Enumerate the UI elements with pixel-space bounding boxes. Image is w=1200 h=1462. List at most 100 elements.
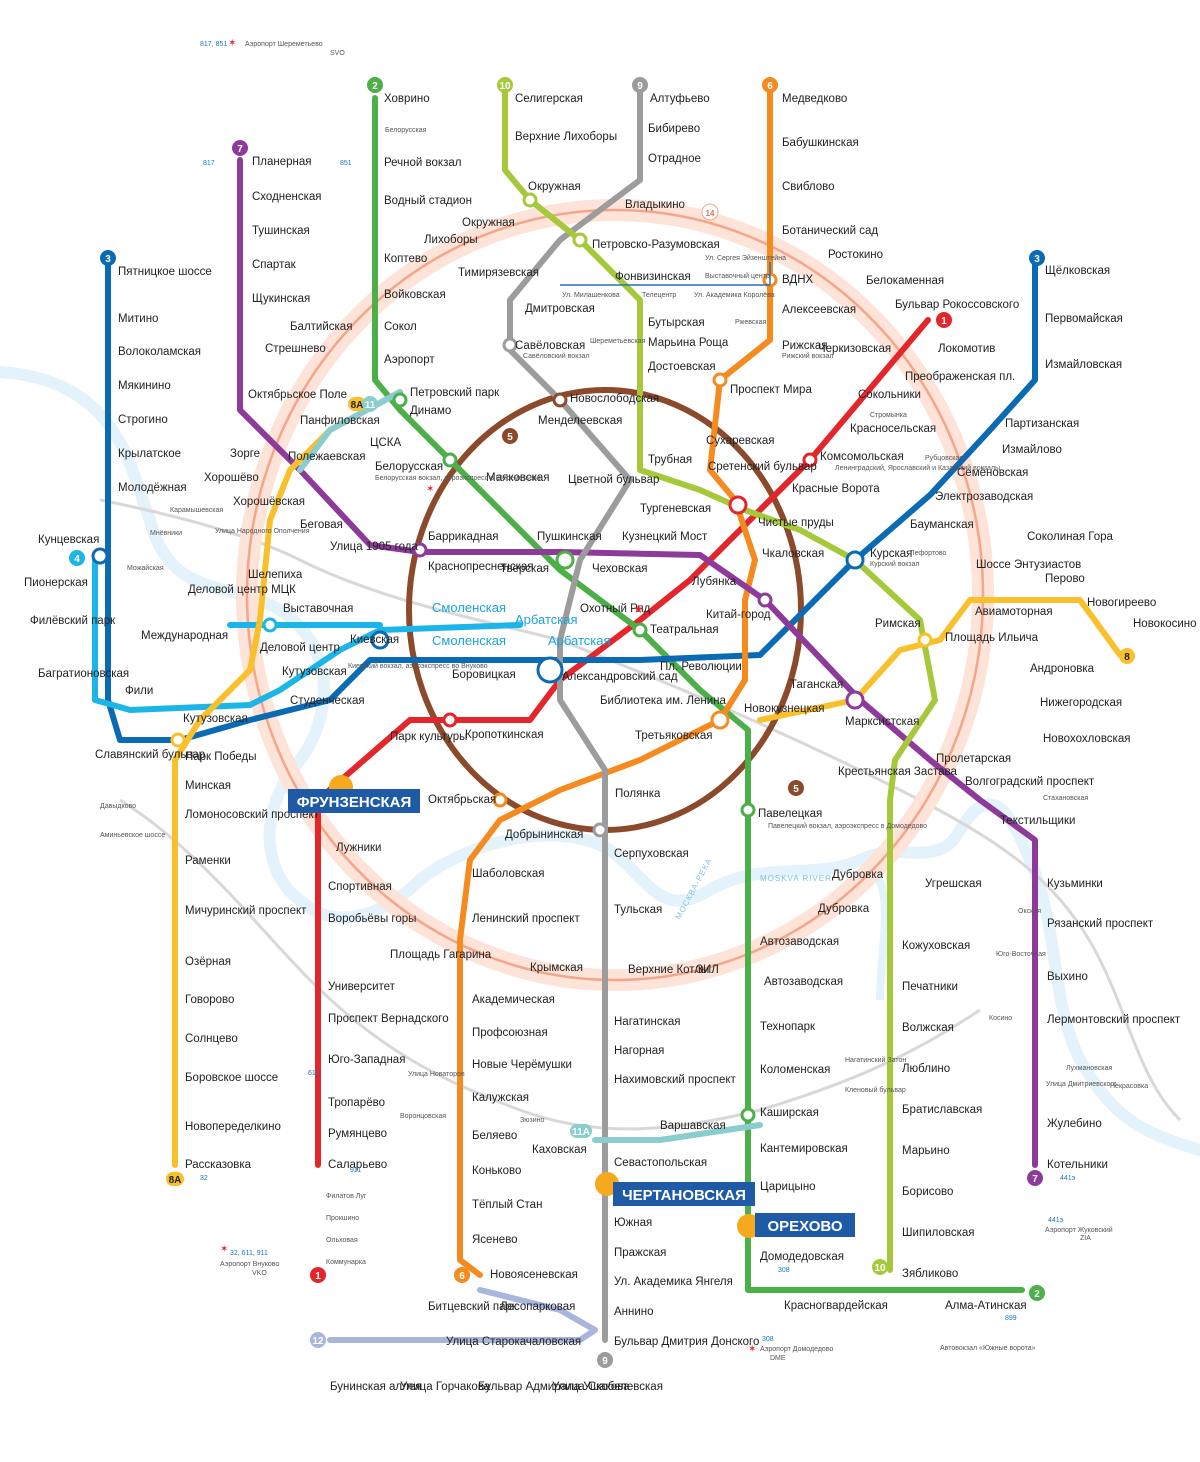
station-preobrazhenskaya[interactable]: Преображенская пл. xyxy=(905,371,1015,383)
station-yasenevo[interactable]: Ясенево xyxy=(472,1234,518,1246)
station-spartak[interactable]: Спартак xyxy=(252,259,297,271)
station-novokuznetskaya[interactable]: Новокузнецкая xyxy=(744,703,825,715)
station-vystavochnaya[interactable]: Выставочная xyxy=(283,603,353,615)
station-pionerskaya[interactable]: Пионерская xyxy=(24,577,88,589)
station-minskaya[interactable]: Минская xyxy=(185,780,231,792)
interchange-biblioteka[interactable] xyxy=(536,656,564,684)
station-smolenskaya-3[interactable]: Смоленская xyxy=(432,633,506,648)
station-mitino[interactable]: Митино xyxy=(118,313,158,325)
station-smolenskaya-4[interactable]: Смоленская xyxy=(432,600,506,615)
station-altufyevo[interactable]: Алтуфьево xyxy=(650,93,710,105)
station-teatralnaya[interactable]: Театральная xyxy=(650,624,719,636)
station-prospekt-vernadskogo[interactable]: Проспект Вернадского xyxy=(328,1013,449,1025)
station-khoroshyovo[interactable]: Хорошёво xyxy=(204,472,259,484)
station-ulitsa-starokachalovskaya[interactable]: Улица Старокачаловская xyxy=(446,1336,581,1348)
station-bratislavskaya[interactable]: Братиславская xyxy=(902,1104,982,1116)
station-chistye-prudy[interactable]: Чистые пруды xyxy=(758,517,834,529)
station-krasnoselskaya[interactable]: Красносельская xyxy=(850,423,936,435)
station-babushkinskaya[interactable]: Бабушкинская xyxy=(782,137,859,149)
station-fonvizinskaya[interactable]: Фонвизинская xyxy=(615,271,691,283)
station-lermontovsky-prospekt[interactable]: Лермонтовский проспект xyxy=(1047,1014,1181,1026)
interchange-pushkinskaya[interactable] xyxy=(555,550,575,570)
station-mendeleevskaya[interactable]: Менделеевская xyxy=(538,415,622,427)
interchange-komsomolskaya[interactable] xyxy=(802,452,818,468)
station-kuntsevskaya[interactable]: Кунцевская xyxy=(38,534,99,546)
station-ozyornaya[interactable]: Озёрная xyxy=(185,956,231,968)
station-filyovsky-park[interactable]: Филёвский парк xyxy=(30,615,116,627)
station-kievskaya[interactable]: Киевская xyxy=(350,634,399,646)
station-kantemirovskaya[interactable]: Кантемировская xyxy=(760,1143,848,1155)
station-sokolniki[interactable]: Сокольники xyxy=(858,389,921,401)
station-serpukhovskaya[interactable]: Серпуховская xyxy=(614,848,689,860)
station-pervomayskaya[interactable]: Первомайская xyxy=(1045,313,1123,325)
station-otradnoe[interactable]: Отрадное xyxy=(648,153,701,165)
station-alekseevskaya[interactable]: Алексеевская xyxy=(782,304,856,316)
station-partizanskaya[interactable]: Партизанская xyxy=(1005,418,1079,430)
station-tverskaya[interactable]: Тверская xyxy=(500,563,549,575)
station-volzhskaya[interactable]: Волжская xyxy=(902,1022,954,1034)
station-dinamo[interactable]: Динамо xyxy=(410,405,451,417)
callout-frunzenskaya[interactable]: ФРУНЗЕНСКАЯ xyxy=(288,775,420,813)
station-mezhdunarodnaya[interactable]: Международная xyxy=(141,630,228,642)
station-medvedkovo[interactable]: Медведково xyxy=(782,93,847,105)
station-kutuzovskaya[interactable]: Кутузовская xyxy=(183,713,248,725)
station-ulitsa-skobelevskaya[interactable]: Улица Скобелевская xyxy=(552,1381,663,1393)
station-mayakovskaya[interactable]: Маяковская xyxy=(486,472,550,484)
station-sukharevskaya[interactable]: Сухаревская xyxy=(706,435,775,447)
station-borisovo[interactable]: Борисово xyxy=(902,1186,953,1198)
station-leninsky-prospekt[interactable]: Ленинский проспект xyxy=(472,913,580,925)
callout-chertanovskaya[interactable]: ЧЕРТАНОВСКАЯ xyxy=(595,1172,755,1206)
station-molodyozhnaya[interactable]: Молодёжная xyxy=(118,482,187,494)
station-sretensky-bulvar[interactable]: Сретенский бульвар xyxy=(708,461,817,473)
interchange-petrovsko-razumovskaya[interactable] xyxy=(572,232,588,248)
station-sportivnaya[interactable]: Спортивная xyxy=(328,881,392,893)
station-rostokino[interactable]: Ростокино xyxy=(828,249,883,261)
station-lokomotiv[interactable]: Локомотив xyxy=(938,343,995,355)
station-zyablikovo[interactable]: Зябликово xyxy=(902,1268,958,1280)
station-bulvar-ushakova[interactable]: Бульвар Адмирала Ушакова xyxy=(478,1381,630,1393)
station-arbatskaya-3[interactable]: Арбатская xyxy=(548,633,611,648)
station-krestyanskaya-zastava[interactable]: Крестьянская Застава xyxy=(838,766,958,778)
station-universitet[interactable]: Университет xyxy=(328,981,396,993)
station-nagornaya[interactable]: Нагорная xyxy=(614,1045,664,1057)
station-strogino[interactable]: Строгино xyxy=(118,414,168,426)
station-khovrino[interactable]: Ховрино xyxy=(384,93,430,105)
station-botanichesky-sad[interactable]: Ботанический сад xyxy=(782,225,878,237)
station-ramenki[interactable]: Раменки xyxy=(185,855,231,867)
interchange-kitay-gorod[interactable] xyxy=(757,592,773,608)
station-novogireevo[interactable]: Новогиреево xyxy=(1087,597,1156,609)
station-tushinskaya[interactable]: Тушинская xyxy=(252,225,310,237)
station-delovoy-tsentr[interactable]: Деловой центр xyxy=(260,642,340,654)
station-tsaritsyno[interactable]: Царицыно xyxy=(760,1181,816,1193)
station-solntsevo[interactable]: Солнцево xyxy=(185,1033,238,1045)
interchange-chistye-prudy[interactable] xyxy=(728,495,748,515)
station-izmaylovo[interactable]: Измайлово xyxy=(1002,444,1062,456)
station-novoyasenevskaya[interactable]: Новоясеневская xyxy=(490,1269,578,1281)
interchange-tsska[interactable] xyxy=(392,392,408,408)
station-alma-atinskaya[interactable]: Алма-Атинская xyxy=(945,1300,1027,1312)
station-tyoply-stan[interactable]: Тёплый Стан xyxy=(472,1199,542,1211)
station-shosse-entuziastov[interactable]: Шоссе Энтузиастов xyxy=(976,559,1081,571)
station-kozhukhovskaya[interactable]: Кожуховская xyxy=(902,940,970,952)
station-novokhokhlovskaya[interactable]: Новохохловская xyxy=(1043,733,1130,745)
station-vorobyovy-gory[interactable]: Воробьёвы горы xyxy=(328,913,416,925)
station-paveletskaya[interactable]: Павелецкая xyxy=(758,808,822,820)
interchange-kievskaya[interactable] xyxy=(370,630,390,650)
station-konkovo[interactable]: Коньково xyxy=(472,1165,521,1177)
station-savyolovskaya[interactable]: Савёловская xyxy=(515,340,585,352)
station-tekstilshchiki[interactable]: Текстильщики xyxy=(1000,815,1075,827)
station-andronovka[interactable]: Андроновка xyxy=(1030,663,1095,675)
station-polyanka[interactable]: Полянка xyxy=(615,788,661,800)
station-lyublino[interactable]: Люблино xyxy=(902,1063,950,1075)
station-aleksandrovsky-sad[interactable]: Александровский сад xyxy=(562,671,678,683)
station-kashirskaya[interactable]: Каширская xyxy=(760,1107,819,1119)
station-zil[interactable]: ЗИЛ xyxy=(696,964,719,976)
station-voykovskaya[interactable]: Войковская xyxy=(384,289,446,301)
station-krymskaya[interactable]: Крымская xyxy=(530,962,583,974)
station-turgenevskaya[interactable]: Тургеневская xyxy=(640,503,711,515)
station-kakhovskaya[interactable]: Каховская xyxy=(532,1144,587,1156)
station-taganskaya[interactable]: Таганская xyxy=(790,679,843,691)
station-petrovsko-razumovskaya[interactable]: Петровско-Разумовская xyxy=(592,239,720,251)
station-ugreshskaya[interactable]: Угрешская xyxy=(925,878,982,890)
station-baumanskaya[interactable]: Бауманская xyxy=(910,519,974,531)
